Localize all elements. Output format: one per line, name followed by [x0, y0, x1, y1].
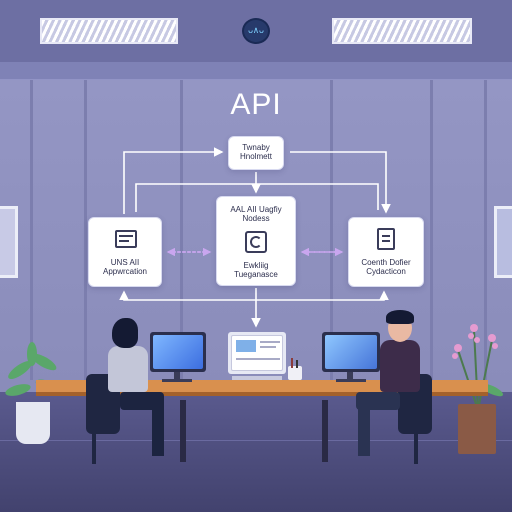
- monitor-left: [150, 332, 206, 372]
- wall-picture-left: [0, 206, 18, 278]
- monitor-stand: [347, 372, 353, 380]
- wall-pillar: [484, 80, 487, 380]
- screen-line: [260, 346, 276, 348]
- person-right-hair: [386, 310, 414, 324]
- ceiling-lamp-icon: ᴗ∧ᴗ: [242, 18, 270, 44]
- diagram-box-right: Coenth Dofier Cydacticon: [348, 217, 424, 287]
- pen: [291, 358, 293, 368]
- ceiling-vent-right: [332, 18, 472, 44]
- desk-leg: [180, 400, 186, 462]
- plant-pot-right: [458, 404, 496, 454]
- laptop-base: [232, 376, 282, 380]
- connector-line: [290, 151, 391, 214]
- wall-picture-right: [494, 206, 512, 278]
- ceiling-band: [0, 62, 512, 80]
- monitor-stand: [174, 372, 180, 380]
- screen-line: [260, 341, 280, 343]
- keyboard: [162, 379, 192, 382]
- document-icon: [377, 228, 395, 250]
- wall-pillar: [180, 80, 183, 380]
- plant-pot-left: [16, 402, 50, 444]
- box-label: Tueganasce: [234, 270, 278, 279]
- monitor-screen: [153, 335, 203, 369]
- person-left-shin: [152, 400, 164, 456]
- pen-holder: [288, 366, 302, 380]
- api-title: API: [230, 88, 282, 121]
- keyboard: [336, 379, 366, 382]
- monitor-right: [322, 332, 380, 372]
- box-label: AAL AII Uagfiy: [230, 205, 282, 214]
- connector-line: [119, 290, 256, 301]
- wall-pillar: [84, 80, 87, 380]
- desk-leg: [322, 400, 328, 462]
- box-label: Nodess: [242, 214, 270, 223]
- box-label: Ewkliig: [243, 261, 269, 270]
- box-label: Appwrcation: [102, 267, 148, 276]
- connector-line: [256, 290, 389, 301]
- pen: [296, 360, 298, 368]
- diagram-box-middle: AAL AII Uagfiy Nodess Ewkliig Tueganasce: [216, 196, 296, 286]
- floor: [0, 392, 512, 512]
- floor-line: [0, 440, 512, 441]
- screen-graphic: [236, 340, 256, 352]
- connector-line: [135, 183, 379, 212]
- screen-line: [236, 358, 280, 360]
- chair-post: [92, 434, 96, 464]
- wall-pillar: [30, 80, 33, 380]
- ceiling-vent-left: [40, 18, 178, 44]
- connector-line: [123, 147, 224, 214]
- person-left-hair: [112, 318, 138, 348]
- box-label: Cydacticon: [366, 267, 406, 276]
- diagram-box-left: UNS AII Appwrcation: [88, 217, 162, 287]
- box-label: Hnolmett: [239, 152, 272, 161]
- box-label: Coenth Dofier: [361, 258, 411, 267]
- person-left-torso: [108, 346, 148, 392]
- box-label: UNS AII: [110, 258, 140, 267]
- wall-pillar: [330, 80, 333, 380]
- wall-pillar: [430, 80, 433, 380]
- spiral-icon: [245, 231, 267, 253]
- window-icon: [115, 230, 137, 248]
- diagram-box-top: Twnaby Hnolmett: [228, 136, 284, 170]
- lamp-glyph: ᴗ∧ᴗ: [247, 26, 265, 36]
- person-right-shin: [358, 400, 370, 456]
- monitor-screen: [325, 335, 377, 369]
- monitor-screen: [231, 335, 283, 371]
- box-label: Twnaby: [242, 143, 270, 152]
- chair-post: [414, 434, 418, 464]
- person-right-torso: [380, 340, 420, 392]
- monitor-middle: [228, 332, 286, 374]
